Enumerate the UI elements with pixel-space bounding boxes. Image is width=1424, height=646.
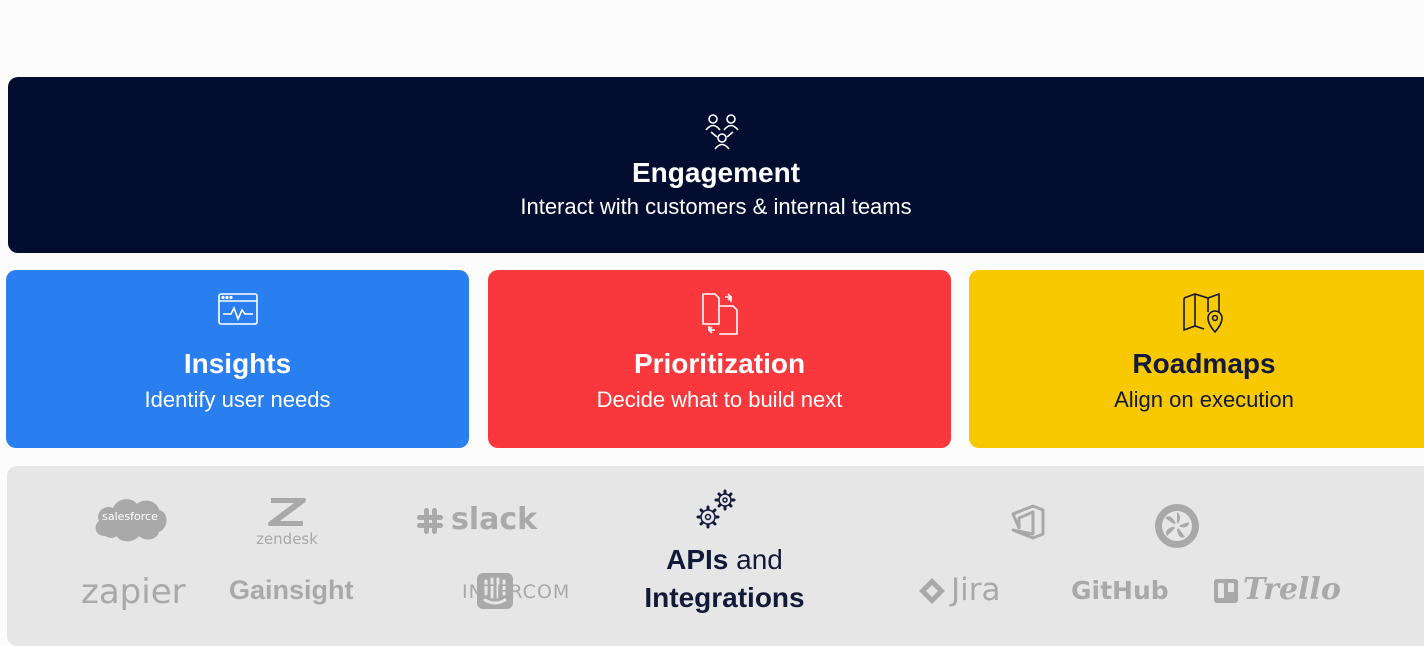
intercom-label: INTERCOM (462, 581, 571, 603)
apis-title-bold: APIs (666, 544, 729, 575)
integrations-card: salesforce zendesk slack zapier Gainsigh… (7, 466, 1424, 646)
intercom-icon (477, 573, 513, 609)
prioritization-subtitle: Decide what to build next (596, 387, 843, 412)
slack-label: slack (451, 502, 538, 537)
jira-label: Jira (951, 572, 1001, 608)
integrations-title-line2: Integrations (644, 582, 805, 613)
zendesk-logo: zendesk (247, 498, 327, 548)
roadmaps-title: Roadmaps (1132, 348, 1276, 379)
people-network-icon (705, 114, 739, 150)
map-pin-icon (1183, 292, 1223, 334)
zendesk-label: zendesk (256, 530, 318, 548)
zapier-label: zapier (81, 572, 186, 612)
gainsight-label: Gainsight (229, 575, 354, 605)
github-label: GitHub (1071, 576, 1169, 605)
roadmaps-card: Roadmaps Align on execution (969, 270, 1424, 448)
apis-title-rest: and (728, 544, 783, 575)
insights-subtitle: Identify user needs (144, 387, 331, 412)
azure-devops-icon (1011, 504, 1045, 540)
engagement-subtitle: Interact with customers & internal teams (520, 194, 912, 219)
trello-logo: Trello (1213, 572, 1343, 610)
slack-hash-icon (417, 508, 443, 534)
documents-swap-icon (701, 293, 738, 335)
gears-icon (696, 489, 736, 529)
trello-board-icon (1214, 579, 1238, 603)
engagement-title: Engagement (631, 157, 801, 188)
salesforce-logo: salesforce (91, 492, 169, 544)
circle-flower-icon (1155, 504, 1199, 548)
salesforce-cloud-icon (95, 499, 167, 542)
jira-diamond-icon (919, 578, 945, 604)
jira-logo: Jira (917, 572, 1027, 612)
roadmaps-subtitle: Align on execution (1114, 387, 1294, 412)
apis-integrations-title: APIs and Integrations (617, 541, 832, 617)
slack-logo: slack (415, 502, 545, 538)
engagement-card: Engagement Interact with customers & int… (8, 77, 1424, 253)
insights-title: Insights (183, 348, 292, 379)
intercom-logo: INTERCOM (415, 572, 575, 612)
salesforce-label: salesforce (102, 510, 158, 523)
trello-label: Trello (1243, 572, 1341, 607)
zendesk-z-icon (268, 498, 306, 526)
prioritization-card: Prioritization Decide what to build next (488, 270, 951, 448)
dashboard-pulse-icon (217, 293, 258, 325)
insights-card: Insights Identify user needs (6, 270, 469, 448)
prioritization-title: Prioritization (633, 348, 806, 379)
